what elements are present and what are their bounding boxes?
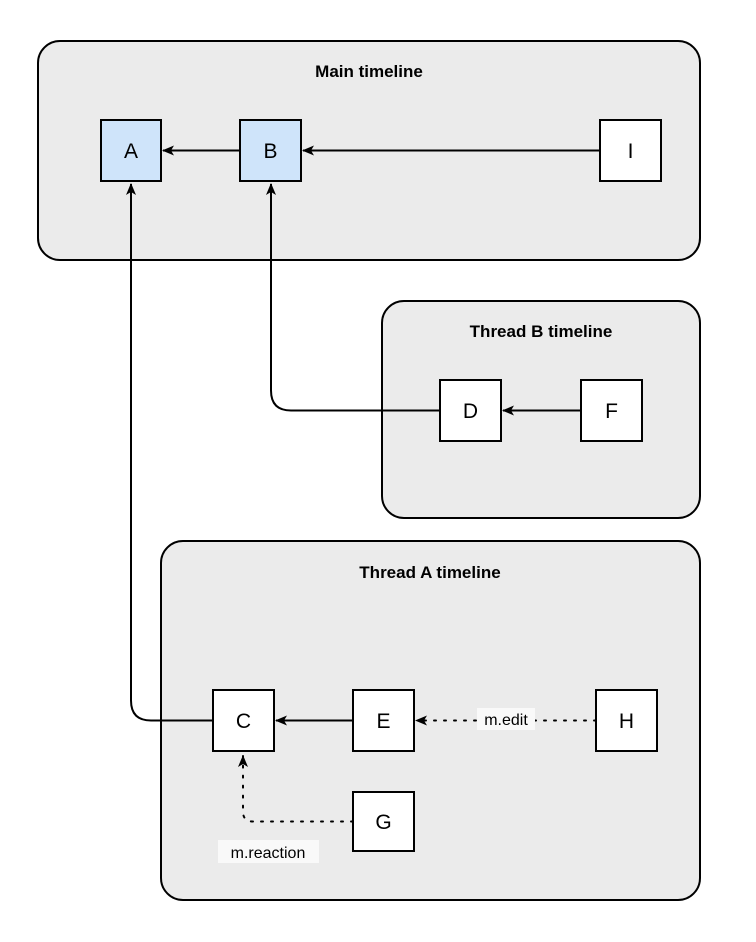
edge-h-to-e: m.edit [415, 708, 597, 730]
node-d-box [439, 379, 502, 442]
node-h-label: H [619, 710, 634, 733]
edge-c-to-a-line [126, 183, 213, 722]
node-c[interactable]: C [212, 689, 275, 752]
node-g-label: G [375, 811, 391, 834]
node-g-box [352, 791, 415, 852]
group-thread-b-timeline-title: Thread B timeline [470, 322, 613, 341]
node-a-box [100, 119, 162, 182]
group-thread-a-timeline-title: Thread A timeline [359, 563, 500, 582]
node-i-box [599, 119, 662, 182]
node-e[interactable]: E [352, 689, 415, 752]
node-e-label: E [376, 710, 390, 733]
node-a-label: A [124, 140, 138, 163]
edge-g-to-c-label: m.reaction [231, 845, 306, 862]
group-main-timeline-title: Main timeline [315, 62, 423, 81]
edge-g-to-c-line [238, 755, 354, 823]
edge-d-to-b [266, 183, 440, 412]
edge-h-to-e-label-bg [477, 708, 535, 730]
node-h-box [595, 689, 658, 752]
node-d[interactable]: D [439, 379, 502, 442]
node-g[interactable]: G [352, 791, 415, 852]
edge-g-to-c-label-bg [218, 840, 319, 863]
edge-d-to-b-line [266, 183, 440, 412]
node-f-box [580, 379, 643, 442]
node-b[interactable]: B [239, 119, 302, 182]
node-i[interactable]: I [599, 119, 662, 182]
node-b-label: B [263, 140, 277, 163]
node-f[interactable]: F [580, 379, 643, 442]
edge-g-to-c: m.reaction [218, 755, 354, 863]
node-i-label: I [628, 140, 634, 163]
node-e-box [352, 689, 415, 752]
node-c-box [212, 689, 275, 752]
node-b-box [239, 119, 302, 182]
edge-h-to-e-label: m.edit [484, 712, 528, 729]
node-h[interactable]: H [595, 689, 658, 752]
edge-c-to-a [126, 183, 213, 722]
node-d-label: D [463, 400, 478, 423]
node-c-label: C [236, 710, 251, 733]
node-f-label: F [605, 400, 618, 423]
node-a[interactable]: A [100, 119, 162, 182]
